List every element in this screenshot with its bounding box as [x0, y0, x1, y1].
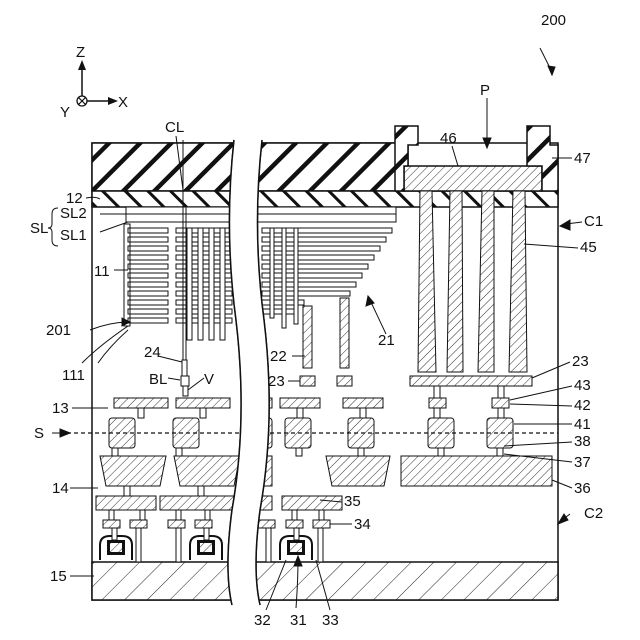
- label-46: 46: [440, 130, 457, 147]
- label-36: 36: [574, 480, 591, 497]
- staircase-contacts-thin: [270, 228, 298, 328]
- label-21: 21: [378, 332, 395, 349]
- figure-number: 200: [541, 12, 566, 29]
- label-32: 32: [254, 612, 271, 629]
- via-45-d: [509, 191, 527, 372]
- label-42: 42: [574, 397, 591, 414]
- label-13: 13: [52, 400, 69, 417]
- label-201: 201: [46, 322, 71, 339]
- label-11: 11: [94, 263, 110, 280]
- via-45-c: [478, 191, 494, 372]
- bit-line-bl: [181, 376, 189, 386]
- label-31: 31: [290, 612, 307, 629]
- via-38-b: [497, 448, 503, 456]
- label-sl: SL: [30, 220, 48, 237]
- pad-23-a: [300, 376, 315, 386]
- label-sl1: SL1: [60, 227, 87, 244]
- substrate-layer: [92, 562, 558, 600]
- via-43-a: [434, 386, 440, 398]
- label-37: 37: [574, 454, 591, 471]
- label-24: 24: [144, 344, 161, 361]
- vias-35: [109, 510, 324, 520]
- transistor-middle: [176, 528, 222, 562]
- pad-42-b: [492, 398, 509, 408]
- label-47: 47: [574, 150, 591, 167]
- via-43-b: [498, 386, 504, 398]
- label-45: 45: [580, 239, 597, 256]
- label-111: 111: [62, 367, 85, 384]
- axis-z-label: Z: [76, 44, 85, 61]
- via-v: [183, 386, 188, 396]
- via-45-b: [447, 191, 463, 372]
- label-14: 14: [52, 480, 69, 497]
- label-c2: C2: [584, 505, 603, 522]
- source-line-sl1: [126, 214, 396, 222]
- label-22: 22: [270, 348, 287, 365]
- axis-y-label: Y: [60, 104, 70, 121]
- label-cl: CL: [165, 119, 184, 136]
- pad-23-right: [410, 376, 532, 386]
- source-line-sl2: [126, 207, 396, 214]
- label-v: V: [204, 371, 214, 388]
- contact-24: [182, 360, 187, 376]
- label-34: 34: [354, 516, 371, 533]
- contact-22b: [340, 298, 349, 368]
- pad-36: [401, 456, 552, 486]
- label-p: P: [480, 82, 490, 99]
- pad-42-a: [429, 398, 446, 408]
- label-sl2: SL2: [60, 205, 87, 222]
- via-38-a: [438, 448, 444, 456]
- label-35: 35: [344, 493, 361, 510]
- wiring-34: [103, 520, 330, 528]
- label-s: S: [34, 425, 44, 442]
- label-15: 15: [50, 568, 67, 585]
- label-41: 41: [574, 416, 591, 433]
- label-c1: C1: [584, 213, 603, 230]
- word-line-stack: [128, 228, 168, 323]
- pad-23-b: [337, 376, 352, 386]
- axis-indicator: Z X Y: [60, 44, 128, 121]
- label-bl: BL: [149, 371, 167, 388]
- via-45-a: [418, 191, 436, 372]
- label-38: 38: [574, 433, 591, 450]
- sl-brace: [48, 208, 58, 246]
- pad-46: [404, 166, 542, 191]
- label-43: 43: [574, 377, 591, 394]
- axis-x-label: X: [118, 94, 128, 111]
- transistor-31: [266, 528, 323, 562]
- transistor-left: [100, 528, 141, 562]
- wiring-35: [96, 496, 342, 510]
- label-33: 33: [322, 612, 339, 629]
- label-23-left: 23: [268, 373, 285, 390]
- contact-22: [303, 306, 312, 368]
- label-23-right: 23: [572, 353, 589, 370]
